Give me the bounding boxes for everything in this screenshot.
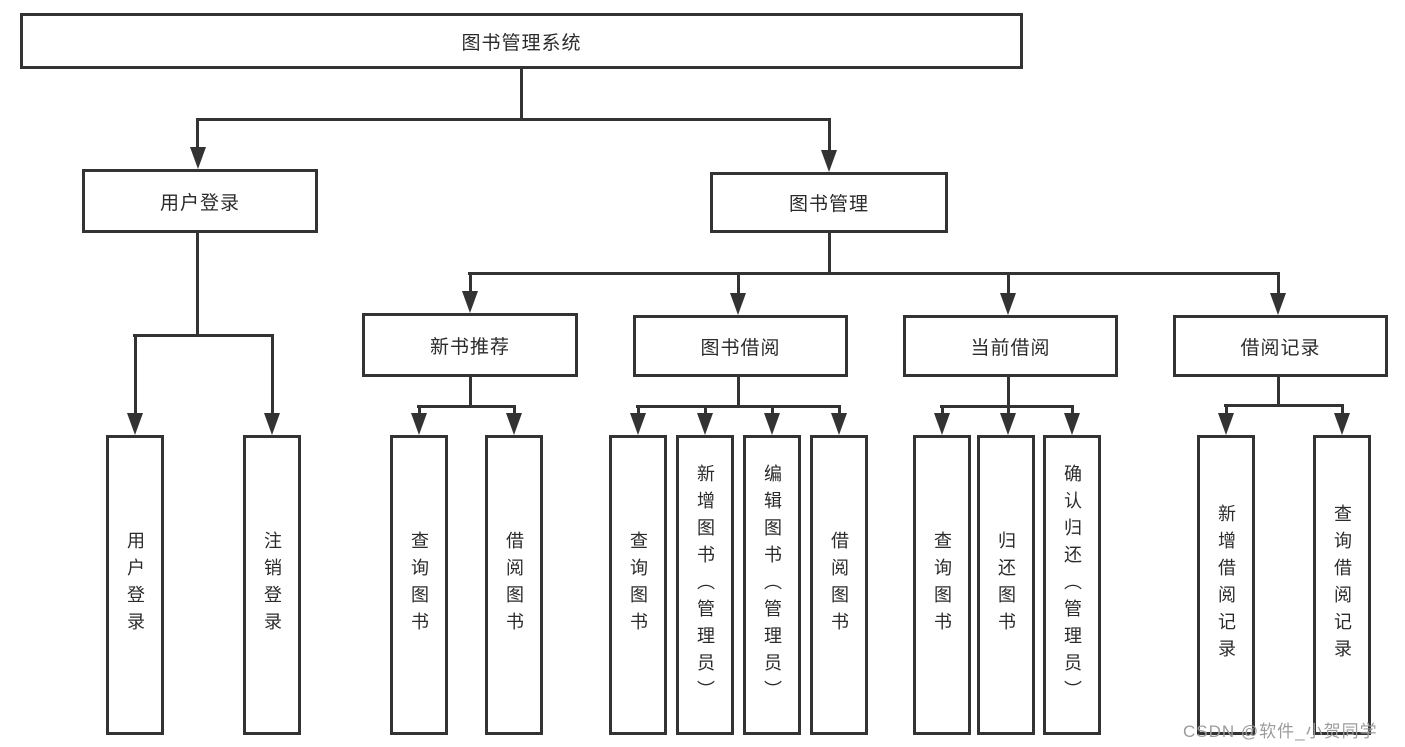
connector-line <box>941 405 944 416</box>
leaf-return-books: 归还图书 <box>977 435 1035 735</box>
connector-line <box>1007 272 1010 296</box>
node-library-system: 图书管理系统 <box>20 13 1023 69</box>
connector-line <box>771 405 774 416</box>
connector-line <box>418 405 421 416</box>
leaf-query-books-borrow: 查询图书 <box>609 435 667 735</box>
arrowhead-down-icon <box>462 291 478 313</box>
node-user-login-label: 用户登录 <box>159 192 240 214</box>
leaf-edit-books-admin-label: 编辑图书（管理员） <box>762 463 782 707</box>
leaf-return-books-label: 归还图书 <box>996 531 1016 639</box>
csdn-watermark: CSDN @软件_小贺同学 <box>1183 722 1378 741</box>
leaf-borrow-books-recommend: 借阅图书 <box>485 435 543 735</box>
arrowhead-down-icon <box>697 413 713 435</box>
connector-line <box>704 405 707 416</box>
leaf-confirm-return-admin-label: 确认归还（管理员） <box>1062 463 1082 707</box>
arrowhead-down-icon <box>1270 293 1286 315</box>
connector-line <box>1277 272 1280 296</box>
arrowhead-down-icon <box>264 413 280 435</box>
leaf-borrow-books-recommend-label: 借阅图书 <box>504 531 524 639</box>
node-borrow-records: 借阅记录 <box>1173 315 1388 377</box>
arrowhead-down-icon <box>1064 413 1080 435</box>
connector-line <box>417 405 516 408</box>
node-library-system-label: 图书管理系统 <box>461 32 582 54</box>
arrowhead-down-icon <box>127 413 143 435</box>
connector-line <box>469 375 472 407</box>
arrowhead-down-icon <box>190 147 206 169</box>
connector-line <box>838 405 841 416</box>
leaf-borrow-books: 借阅图书 <box>810 435 868 735</box>
connector-line <box>1225 404 1228 416</box>
leaf-add-books-admin: 新增图书（管理员） <box>676 435 734 735</box>
leaf-confirm-return-admin: 确认归还（管理员） <box>1043 435 1101 735</box>
connector-line <box>737 272 740 296</box>
leaf-query-borrow-record-label: 查询借阅记录 <box>1332 504 1352 666</box>
node-book-management: 图书管理 <box>710 172 948 233</box>
connector-line <box>196 118 831 121</box>
arrowhead-down-icon <box>630 413 646 435</box>
node-book-management-label: 图书管理 <box>788 194 869 215</box>
leaf-edit-books-admin: 编辑图书（管理员） <box>743 435 801 735</box>
node-borrow-records-label: 借阅记录 <box>1240 337 1321 359</box>
arrowhead-down-icon <box>764 413 780 435</box>
arrowhead-down-icon <box>1334 413 1350 435</box>
connector-line <box>1277 375 1280 406</box>
connector-line <box>196 118 199 150</box>
leaf-query-borrow-record: 查询借阅记录 <box>1313 435 1371 735</box>
connector-line <box>1007 375 1010 407</box>
leaf-add-borrow-record: 新增借阅记录 <box>1197 435 1255 735</box>
leaf-query-books-recommend: 查询图书 <box>390 435 448 735</box>
node-book-borrow: 图书借阅 <box>633 315 848 377</box>
connector-line <box>636 405 841 408</box>
leaf-user-login-label: 用户登录 <box>125 531 145 639</box>
node-current-borrow: 当前借阅 <box>903 315 1118 377</box>
connector-line <box>469 272 472 294</box>
arrowhead-down-icon <box>1000 413 1016 435</box>
arrowhead-down-icon <box>411 413 427 435</box>
node-book-borrow-label: 图书借阅 <box>700 337 781 359</box>
connector-line <box>134 334 137 416</box>
leaf-add-borrow-record-label: 新增借阅记录 <box>1216 504 1236 666</box>
arrowhead-down-icon <box>1000 293 1016 315</box>
node-new-book-recommend: 新书推荐 <box>362 313 578 377</box>
connector-line <box>828 233 831 274</box>
leaf-query-books-recommend-label: 查询图书 <box>409 531 429 639</box>
connector-line <box>637 405 640 416</box>
leaf-logout: 注销登录 <box>243 435 301 735</box>
node-new-book-recommend-label: 新书推荐 <box>429 336 510 358</box>
arrowhead-down-icon <box>934 413 950 435</box>
connector-line <box>271 334 274 416</box>
arrowhead-down-icon <box>730 293 746 315</box>
leaf-borrow-books-label: 借阅图书 <box>829 531 849 639</box>
node-current-borrow-label: 当前借阅 <box>970 337 1051 359</box>
leaf-add-books-admin-label: 新增图书（管理员） <box>695 463 715 707</box>
arrowhead-down-icon <box>506 413 522 435</box>
connector-line <box>737 375 740 407</box>
connector-line <box>513 405 516 416</box>
connector-line <box>196 233 199 334</box>
connector-line <box>1007 405 1010 416</box>
connector-line <box>828 118 831 153</box>
leaf-query-books-current: 查询图书 <box>913 435 971 735</box>
leaf-logout-label: 注销登录 <box>262 531 282 639</box>
leaf-user-login: 用户登录 <box>106 435 164 735</box>
connector-line <box>1071 405 1074 416</box>
arrowhead-down-icon <box>821 150 837 172</box>
connector-line <box>133 334 273 337</box>
leaf-query-books-current-label: 查询图书 <box>932 531 952 639</box>
leaf-query-books-borrow-label: 查询图书 <box>628 531 648 639</box>
connector-line <box>1224 404 1344 407</box>
arrowhead-down-icon <box>831 413 847 435</box>
connector-line <box>468 272 1280 275</box>
node-user-login: 用户登录 <box>82 169 318 233</box>
connector-line <box>520 69 523 118</box>
connector-line <box>1341 404 1344 416</box>
arrowhead-down-icon <box>1218 413 1234 435</box>
